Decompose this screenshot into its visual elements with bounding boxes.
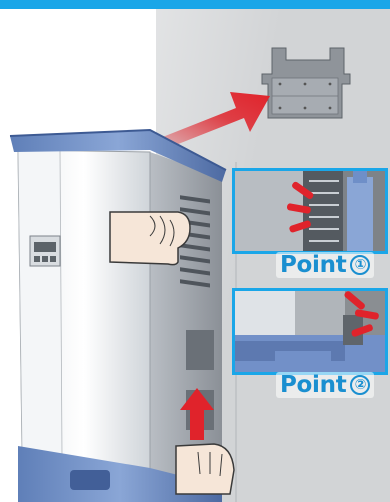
point-1-number: ① — [350, 255, 370, 275]
hand-icon — [110, 212, 190, 265]
point-1-text: Point — [280, 252, 346, 278]
point-2-label: Point ② — [276, 372, 374, 398]
mounting-bracket-icon — [262, 48, 350, 118]
point-2-text: Point — [280, 372, 346, 398]
point-2-number: ② — [350, 375, 370, 395]
detail-view-point-1 — [232, 168, 388, 254]
detail-view-point-2 — [232, 288, 388, 375]
point-1-label: Point ① — [276, 252, 374, 278]
hand-icon — [176, 444, 234, 494]
